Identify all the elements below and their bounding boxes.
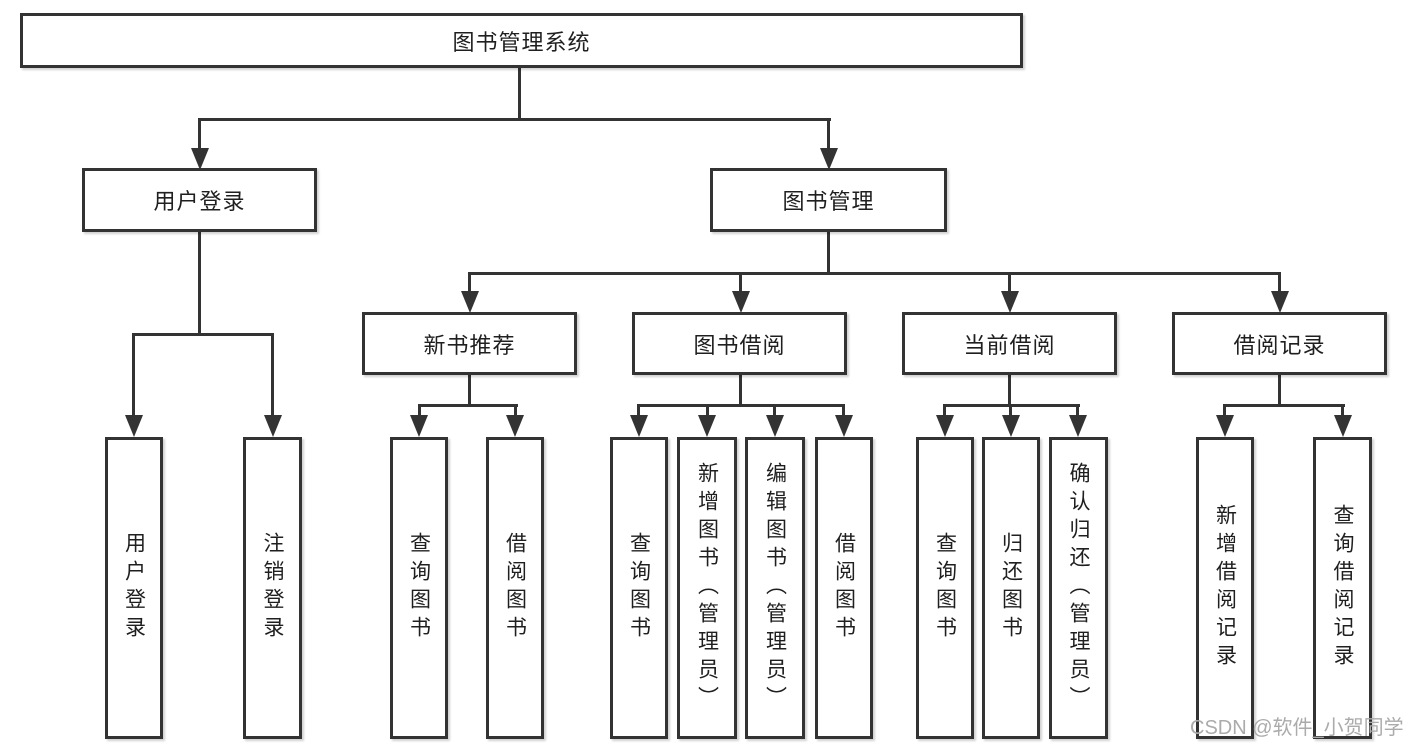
connector-bb-leaf4: [842, 404, 845, 418]
node-user-login: 用户登录: [82, 168, 317, 232]
leaf-label: 查询图书: [407, 532, 431, 644]
watermark: CSDN @软件_小贺同学: [1190, 717, 1404, 739]
connector-book-mgmt-stem: [827, 232, 830, 275]
connector-bb-leaf2: [706, 404, 709, 418]
connector-br-leaf2: [1341, 404, 1344, 418]
connector-to-leaf-logout: [271, 333, 274, 417]
node-leaf-cb-confirm-return: 确认归还（管理员）: [1049, 437, 1108, 739]
arrowhead-down-icon: [1334, 415, 1352, 437]
leaf-label: 查询借阅记录: [1331, 504, 1354, 672]
connector-to-book-mgmt: [827, 118, 830, 151]
connector-bb-branch: [637, 404, 845, 407]
node-book-borrow-label: 图书借阅: [693, 332, 786, 358]
node-current-borrow-label: 当前借阅: [963, 332, 1056, 358]
arrowhead-down-icon: [1002, 415, 1020, 437]
leaf-label: 归还图书: [999, 532, 1023, 644]
node-book-management-label: 图书管理: [782, 189, 875, 214]
connector-bb-leaf3: [773, 404, 776, 418]
connector-rec-leaf1: [418, 404, 421, 418]
connector-cb-leaf1: [943, 404, 946, 418]
connector-bb-leaf1: [637, 404, 640, 418]
arrowhead-down-icon: [1001, 291, 1019, 313]
connector-to-book-borrow: [739, 272, 742, 293]
node-current-borrow: 当前借阅: [902, 312, 1117, 375]
node-leaf-br-add-record: 新增借阅记录: [1196, 437, 1254, 739]
arrowhead-down-icon: [630, 415, 648, 437]
node-leaf-rec-query-book: 查询图书: [390, 437, 448, 739]
node-borrow-records: 借阅记录: [1172, 312, 1387, 375]
connector-cb-leaf2: [1009, 404, 1012, 418]
leaf-label: 编辑图书（管理员）: [763, 462, 787, 714]
node-book-management: 图书管理: [710, 168, 947, 232]
connector-level2-branch: [198, 118, 831, 121]
node-leaf-bb-edit-book: 编辑图书（管理员）: [745, 437, 805, 739]
node-leaf-cb-query-book: 查询图书: [916, 437, 974, 739]
arrowhead-down-icon: [1216, 415, 1234, 437]
node-new-book-recommend: 新书推荐: [362, 312, 577, 375]
node-root: 图书管理系统: [20, 13, 1023, 68]
arrowhead-down-icon: [1069, 415, 1087, 437]
node-borrow-records-label: 借阅记录: [1233, 332, 1326, 358]
connector-to-new-book-rec: [468, 272, 471, 293]
leaf-label: 借阅图书: [832, 532, 856, 644]
arrowhead-down-icon: [698, 415, 716, 437]
connector-br-branch: [1223, 404, 1345, 407]
connector-br-stem: [1278, 375, 1281, 407]
leaf-label: 新增图书（管理员）: [695, 462, 719, 714]
connector-to-leaf-user-login: [132, 333, 135, 417]
node-root-label: 图书管理系统: [452, 29, 591, 55]
connector-rec-leaf2: [514, 404, 517, 418]
leaf-label: 用户登录: [122, 532, 146, 644]
connector-to-user-login: [198, 118, 201, 151]
connector-to-current-borrow: [1008, 272, 1011, 293]
node-book-borrow: 图书借阅: [632, 312, 847, 375]
node-leaf-bb-query-book: 查询图书: [610, 437, 668, 739]
connector-cb-stem: [1008, 375, 1011, 407]
node-leaf-br-query-record: 查询借阅记录: [1313, 437, 1372, 739]
leaf-label: 查询图书: [933, 532, 957, 644]
connector-user-login-stem: [198, 232, 201, 336]
connector-br-leaf1: [1223, 404, 1226, 418]
leaf-label: 注销登录: [261, 532, 284, 644]
node-leaf-rec-borrow-book: 借阅图书: [486, 437, 544, 739]
leaf-label: 借阅图书: [503, 532, 527, 644]
leaf-label: 查询图书: [627, 532, 651, 644]
arrowhead-down-icon: [1271, 291, 1289, 313]
leaf-label: 新增借阅记录: [1213, 504, 1237, 672]
arrowhead-down-icon: [766, 415, 784, 437]
node-new-book-recommend-label: 新书推荐: [423, 332, 516, 358]
connector-to-borrow-records: [1278, 272, 1281, 293]
arrowhead-down-icon: [461, 291, 479, 313]
node-leaf-bb-add-book: 新增图书（管理员）: [677, 437, 737, 739]
connector-rec-stem: [468, 375, 471, 407]
connector-rec-branch: [418, 404, 518, 407]
connector-root-stem: [518, 68, 521, 121]
arrowhead-down-icon: [410, 415, 428, 437]
arrowhead-down-icon: [820, 148, 838, 170]
arrowhead-down-icon: [125, 415, 143, 437]
connector-level3-branch: [468, 272, 1281, 275]
node-leaf-cb-return-book: 归还图书: [982, 437, 1040, 739]
connector-user-branch: [132, 333, 274, 336]
connector-bb-stem: [739, 375, 742, 407]
node-leaf-user-login: 用户登录: [105, 437, 163, 739]
arrowhead-down-icon: [506, 415, 524, 437]
node-leaf-bb-borrow-book: 借阅图书: [815, 437, 873, 739]
node-user-login-label: 用户登录: [153, 189, 246, 214]
arrowhead-down-icon: [191, 148, 209, 170]
arrowhead-down-icon: [732, 291, 750, 313]
leaf-label: 确认归还（管理员）: [1067, 462, 1090, 714]
arrowhead-down-icon: [835, 415, 853, 437]
node-leaf-logout: 注销登录: [243, 437, 302, 739]
connector-cb-leaf3: [1076, 404, 1079, 418]
arrowhead-down-icon: [936, 415, 954, 437]
arrowhead-down-icon: [264, 415, 282, 437]
